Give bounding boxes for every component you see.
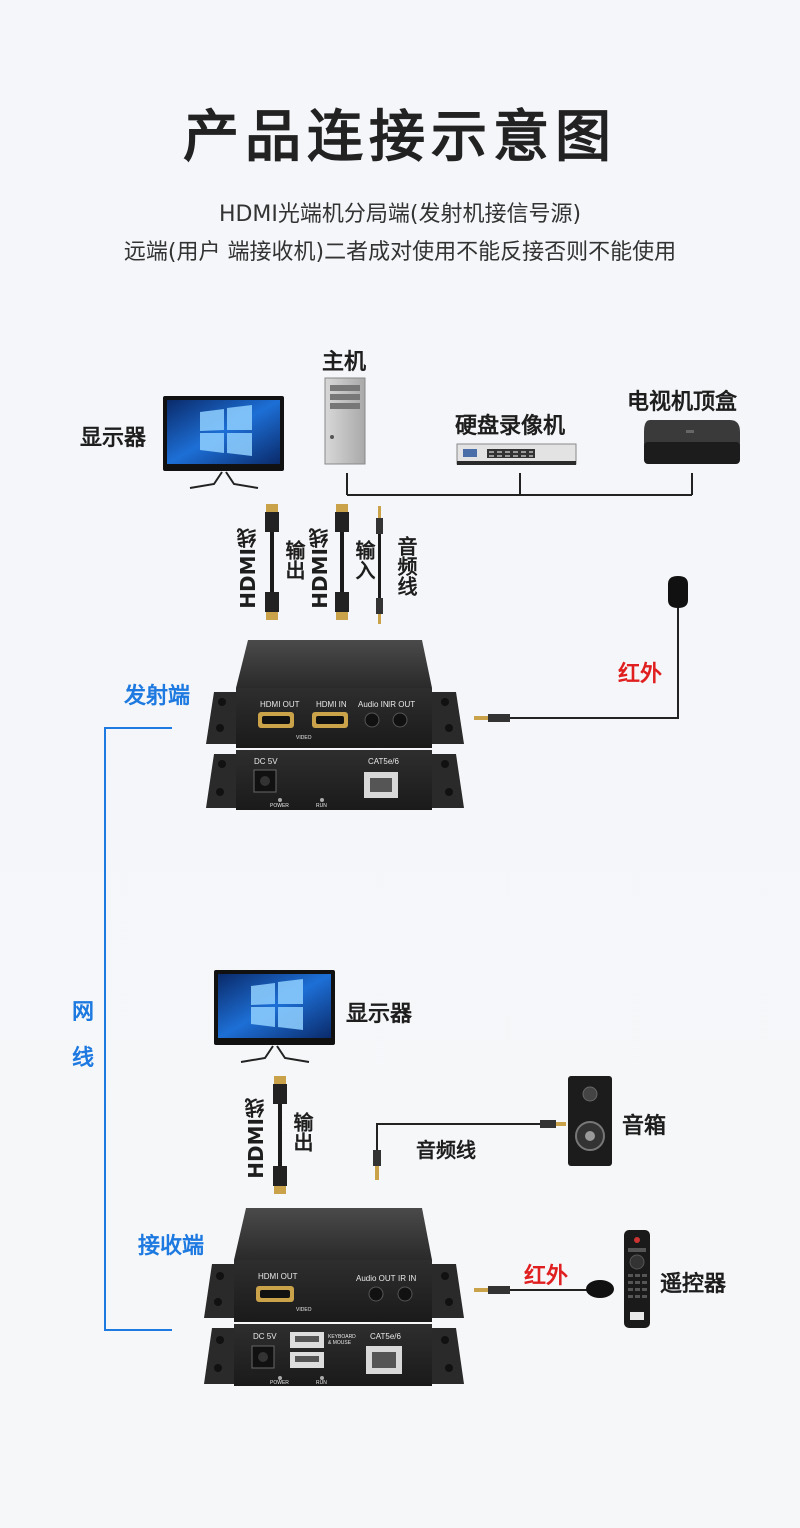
port-label-hdmi-out: HDMI OUT (260, 700, 300, 709)
network-cable-char-1: 网 (72, 1000, 95, 1025)
dvr-label: 硬盘录像机 (455, 414, 566, 439)
remote-control-icon (624, 1230, 650, 1328)
audio-cable-label: 音频线 (394, 536, 418, 596)
transmitter-label: 发射端 (124, 684, 191, 709)
monitor-label-receiver: 显示器 (346, 1002, 413, 1027)
led-label-power: POWER (270, 803, 289, 809)
port-label-rx-ir-in: IR IN (398, 1274, 417, 1283)
hdmi-cable-output-label: HDMI线 (236, 528, 260, 609)
ir-label-receiver: 红外 (524, 1264, 569, 1289)
audio-cable-receiver (373, 1120, 566, 1180)
led-label-rx-power: POWER (270, 1380, 289, 1386)
set-top-box-icon (644, 420, 740, 464)
host-label: 主机 (322, 350, 367, 375)
port-label-hdmi-in: HDMI IN (316, 700, 347, 709)
host-pc-icon (324, 377, 366, 465)
transmitter-device (206, 640, 464, 810)
receiver-device (204, 1208, 464, 1386)
speaker-label: 音箱 (622, 1114, 667, 1139)
port-label-audio-in: Audio IN (358, 700, 389, 709)
remote-label: 遥控器 (660, 1272, 727, 1297)
hdmi-cable-receiver (273, 1076, 287, 1194)
port-label-rx-hdmi-out: HDMI OUT (258, 1272, 298, 1281)
ir-cable-transmitter (474, 576, 688, 722)
speaker-icon (568, 1076, 612, 1166)
ir-label-transmitter: 红外 (618, 662, 663, 687)
source-bus-lines (346, 473, 693, 496)
port-label-rx-audio-out: Audio OUT (356, 1274, 396, 1283)
hdmi-cable-receiver-label: HDMI线 (244, 1098, 268, 1179)
hdmi-cable-input (335, 504, 349, 620)
subtitle-line-1: HDMI光端机分局端(发射机接信号源) (218, 202, 582, 227)
port-label-rx-dc: DC 5V (253, 1332, 277, 1341)
led-label-rx-run: RUN (316, 1380, 327, 1386)
audio-cable-receiver-label: 音频线 (416, 1138, 476, 1162)
led-label-run: RUN (316, 803, 327, 809)
monitor-label: 显示器 (80, 426, 147, 451)
hdmi-cable-output (265, 504, 279, 620)
hdmi-cable-input-label: HDMI线 (308, 528, 332, 609)
receiver-label: 接收端 (138, 1234, 205, 1259)
dvr-icon (456, 443, 577, 465)
ir-cable-receiver (474, 1280, 614, 1298)
page-title: 产品连接示意图 (183, 105, 617, 170)
set-top-box-label: 电视机顶盒 (627, 390, 738, 415)
monitor-icon (163, 396, 284, 489)
port-label-cat: CAT5e/6 (368, 757, 399, 766)
subtitle-line-2: 远端(用户 端接收机)二者成对使用不能反接否则不能使用 (123, 240, 677, 265)
network-cable-line (104, 727, 172, 1331)
monitor-icon-receiver (214, 970, 335, 1063)
audio-cable (376, 506, 383, 624)
video-mark: VIDEO (296, 735, 312, 741)
network-cable-char-2: 线 (72, 1046, 95, 1071)
port-label-rx-keyboard-mouse: KEYBOARD & MOUSE (328, 1334, 356, 1346)
port-label-dc: DC 5V (254, 757, 278, 766)
port-label-rx-cat: CAT5e/6 (370, 1332, 401, 1341)
hdmi-cable-input-direction: 输入 (352, 540, 376, 580)
hdmi-cable-receiver-direction: 输出 (290, 1112, 314, 1152)
port-label-ir-out: IR OUT (388, 700, 416, 709)
video-mark-receiver: VIDEO (296, 1307, 312, 1313)
hdmi-cable-output-direction: 输出 (282, 540, 306, 580)
